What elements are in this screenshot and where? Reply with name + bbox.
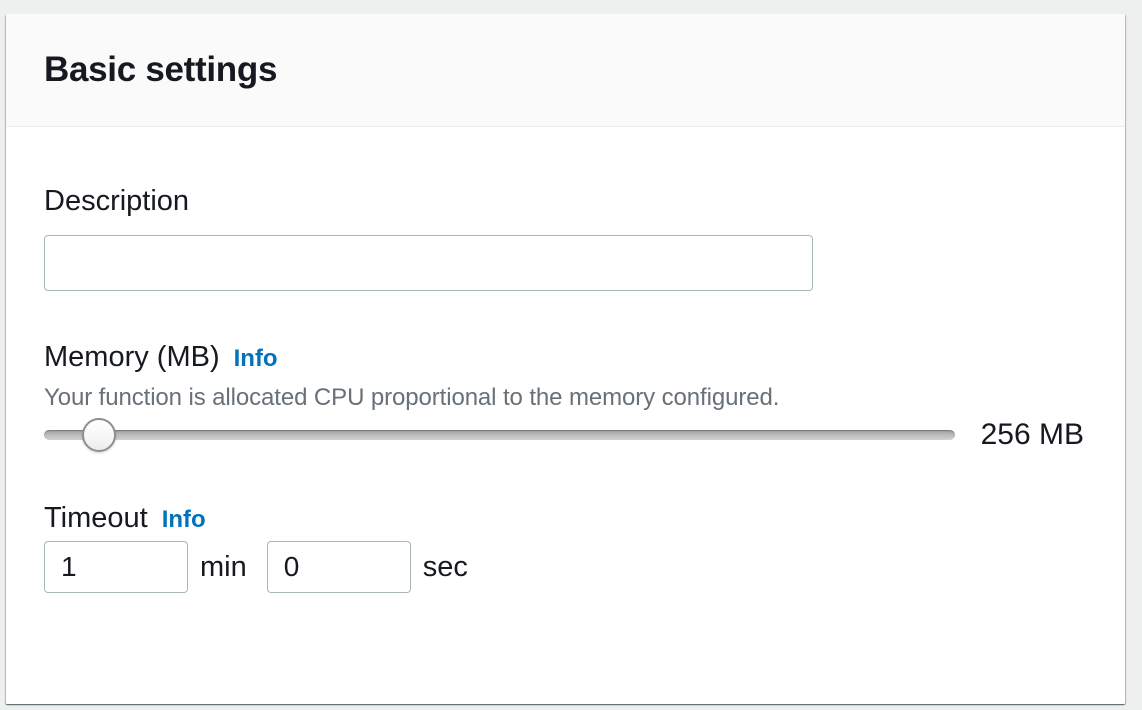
timeout-info-link[interactable]: Info <box>161 506 206 533</box>
description-label: Description <box>44 185 190 217</box>
timeout-label: Timeout <box>44 502 148 534</box>
memory-slider[interactable] <box>44 418 955 452</box>
memory-slider-track[interactable] <box>44 430 955 440</box>
description-input[interactable] <box>44 235 813 291</box>
panel-title: Basic settings <box>44 50 278 89</box>
description-section: Description <box>44 183 1084 291</box>
timeout-min-unit-label: min <box>200 550 247 583</box>
memory-section: Memory (MB) Info Your function is alloca… <box>44 339 1084 452</box>
timeout-inputs-row: min sec <box>44 541 1084 593</box>
timeout-sec-unit-label: sec <box>422 550 468 583</box>
timeout-minutes-input[interactable] <box>44 541 188 593</box>
timeout-section: Timeout Info min sec <box>44 500 1084 593</box>
basic-settings-panel: Basic settings Description Memory (MB) I… <box>6 14 1125 704</box>
memory-label-row: Memory (MB) Info <box>44 339 1084 375</box>
panel-body: Description Memory (MB) Info Your functi… <box>6 183 1125 593</box>
timeout-label-row: Timeout Info <box>44 500 1084 536</box>
timeout-seconds-input[interactable] <box>266 541 411 593</box>
memory-value: 256 MB <box>980 418 1084 451</box>
memory-label: Memory (MB) <box>44 341 220 373</box>
memory-info-link[interactable]: Info <box>233 345 278 372</box>
memory-slider-row: 256 MB <box>44 418 1084 452</box>
panel-header: Basic settings <box>6 14 1125 127</box>
memory-slider-thumb[interactable] <box>81 418 116 452</box>
memory-helper-text: Your function is allocated CPU proportio… <box>44 384 780 411</box>
